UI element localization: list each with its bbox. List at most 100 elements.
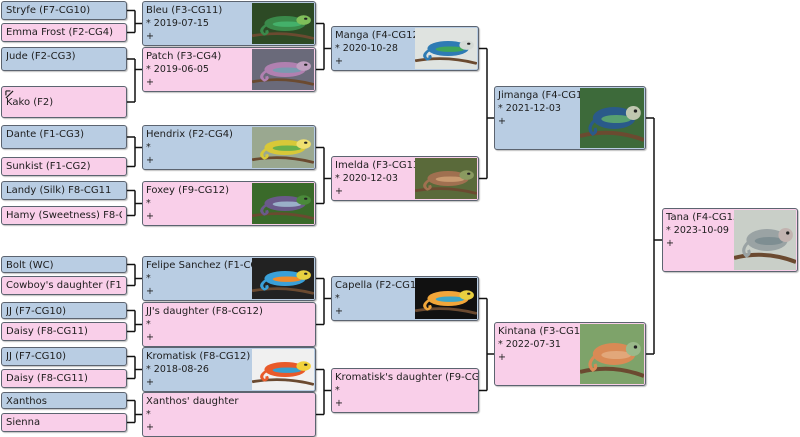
individual-name: JJ (F7-CG10)	[6, 306, 67, 317]
individual-name: Daisy (F8-CG11)	[6, 373, 88, 384]
individual-name: Kromatisk's daughter (F9-CG13)	[335, 372, 479, 383]
individual-name: Dante (F1-CG3)	[6, 129, 85, 140]
death-marker: +	[666, 238, 674, 249]
death-marker: +	[335, 186, 343, 197]
death-marker: +	[146, 286, 154, 297]
individual-name: Hendrix (F2-CG4)	[146, 129, 233, 140]
individual-name: Felipe Sanchez (F1-CG2)	[146, 260, 269, 271]
individual-card-jj_daughter[interactable]: JJ's daughter (F8-CG12) * +	[142, 302, 316, 347]
individual-card-manga[interactable]: Manga (F4-CG12) * 2020-10-28 +	[331, 26, 479, 71]
chameleon-photo	[252, 183, 314, 224]
chameleon-photo	[415, 158, 477, 199]
individual-card-emma[interactable]: Emma Frost (F2-CG4)	[1, 23, 127, 42]
individual-card-sienna[interactable]: Sienna	[1, 413, 127, 432]
birth-date: * 2020-12-03	[335, 173, 398, 184]
expand-arrow-icon[interactable]	[5, 90, 14, 99]
individual-name: Bleu (F3-CG11)	[146, 5, 223, 16]
individual-card-daisy2[interactable]: Daisy (F8-CG11)	[1, 369, 127, 388]
individual-name: Jimanga (F4-CG14)	[498, 90, 593, 101]
individual-name: Xanthos	[6, 396, 47, 407]
chameleon-photo	[734, 210, 796, 270]
individual-card-kintana[interactable]: Kintana (F3-CG14)* 2022-07-31+	[494, 322, 646, 386]
birth-date: *	[335, 385, 340, 396]
individual-card-hamy[interactable]: Hamy (Sweetness) F8-CG11	[1, 206, 127, 225]
chameleon-photo	[252, 258, 314, 299]
individual-card-jj1[interactable]: JJ (F7-CG10)	[1, 302, 127, 319]
individual-card-kromatisk_daughter[interactable]: Kromatisk's daughter (F9-CG13) * +	[331, 368, 479, 413]
birth-date: * 2020-10-28	[335, 43, 398, 54]
individual-card-dante[interactable]: Dante (F1-CG3)	[1, 125, 127, 149]
chameleon-photo	[580, 88, 644, 148]
individual-card-bleu[interactable]: Bleu (F3-CG11) * 2019-07-15 +	[142, 1, 316, 46]
chameleon-photo	[580, 324, 644, 384]
individual-card-xanthos_daughter[interactable]: Xanthos' daughter * +	[142, 392, 316, 437]
birth-date: *	[146, 198, 151, 209]
birth-date: * 2021-12-03	[498, 103, 561, 114]
birth-date: * 2023-10-09	[666, 225, 729, 236]
birth-date: *	[146, 273, 151, 284]
individual-card-foxey[interactable]: Foxey (F9-CG12) * +	[142, 181, 316, 226]
individual-card-patch[interactable]: Patch (F3-CG4)* 2019-06-05+	[142, 47, 316, 92]
individual-name: Kromatisk (F8-CG12)	[146, 351, 251, 362]
chameleon-photo	[252, 127, 314, 168]
individual-name: Jude (F2-CG3)	[6, 51, 76, 62]
death-marker: +	[146, 31, 154, 42]
individual-name: Sunkist (F1-CG2)	[6, 161, 91, 172]
individual-card-bolt[interactable]: Bolt (WC)	[1, 256, 127, 273]
death-marker: +	[335, 306, 343, 317]
individual-card-jimanga[interactable]: Jimanga (F4-CG14) * 2021-12-03 +	[494, 86, 646, 150]
individual-name: Imelda (F3-CG13)	[335, 160, 424, 171]
chameleon-photo	[415, 28, 477, 69]
individual-name: Manga (F4-CG12)	[335, 30, 423, 41]
chameleon-photo	[252, 49, 314, 90]
individual-name: Hamy (Sweetness) F8-CG11	[6, 210, 122, 221]
individual-card-daisy1[interactable]: Daisy (F8-CG11)	[1, 322, 127, 341]
birth-date: *	[146, 409, 151, 420]
individual-name: Kintana (F3-CG14)	[498, 326, 591, 337]
individual-card-tana[interactable]: Tana (F4-CG15) * 2023-10-09 +	[662, 208, 798, 272]
birth-date: * 2019-07-15	[146, 18, 209, 29]
individual-name: Tana (F4-CG15)	[666, 212, 744, 223]
death-marker: +	[335, 398, 343, 409]
individual-card-kromatisk[interactable]: Kromatisk (F8-CG12) * 2018-08-26 +	[142, 347, 316, 392]
individual-name: Xanthos' daughter	[146, 396, 239, 407]
death-marker: +	[146, 332, 154, 343]
death-marker: +	[498, 116, 506, 127]
individual-name: Landy (Silk) F8-CG11	[6, 185, 112, 196]
individual-name: Sienna	[6, 417, 41, 428]
individual-card-cowboy_daughter[interactable]: Cowboy's daughter (F1)	[1, 276, 127, 295]
birth-date: * 2018-08-26	[146, 364, 209, 375]
individual-name: Kako (F2)	[6, 97, 54, 108]
death-marker: +	[335, 56, 343, 67]
individual-card-capella[interactable]: Capella (F2-CG13) * +	[331, 276, 479, 321]
individual-name: Bolt (WC)	[6, 260, 54, 271]
death-marker: +	[146, 155, 154, 166]
death-marker: +	[146, 77, 154, 88]
individual-card-landy[interactable]: Landy (Silk) F8-CG11	[1, 181, 127, 200]
chameleon-photo	[252, 3, 314, 44]
individual-name: Patch (F3-CG4)	[146, 51, 222, 62]
birth-date: * 2022-07-31	[498, 339, 561, 350]
death-marker: +	[146, 211, 154, 222]
individual-card-imelda[interactable]: Imelda (F3-CG13) * 2020-12-03 +	[331, 156, 479, 201]
individual-card-hendrix[interactable]: Hendrix (F2-CG4)*+	[142, 125, 316, 170]
individual-name: Capella (F2-CG13)	[335, 280, 427, 291]
individual-card-stryfe[interactable]: Stryfe (F7-CG10)	[1, 1, 127, 20]
individual-name: Stryfe (F7-CG10)	[6, 5, 91, 16]
individual-name: Daisy (F8-CG11)	[6, 326, 88, 337]
individual-name: Cowboy's daughter (F1)	[6, 280, 122, 291]
individual-card-sunkist[interactable]: Sunkist (F1-CG2)	[1, 157, 127, 176]
death-marker: +	[146, 422, 154, 433]
individual-name: Foxey (F9-CG12)	[146, 185, 230, 196]
individual-card-xanthos[interactable]: Xanthos	[1, 392, 127, 409]
individual-card-felipe[interactable]: Felipe Sanchez (F1-CG2) * +	[142, 256, 316, 301]
individual-name: JJ (F7-CG10)	[6, 351, 67, 362]
individual-name: JJ's daughter (F8-CG12)	[146, 306, 263, 317]
individual-card-jude[interactable]: Jude (F2-CG3)	[1, 47, 127, 71]
birth-date: *	[146, 319, 151, 330]
birth-date: *	[335, 293, 340, 304]
individual-card-jj2[interactable]: JJ (F7-CG10)	[1, 347, 127, 366]
individual-card-kako[interactable]: Kako (F2)	[1, 86, 127, 118]
death-marker: +	[146, 377, 154, 388]
